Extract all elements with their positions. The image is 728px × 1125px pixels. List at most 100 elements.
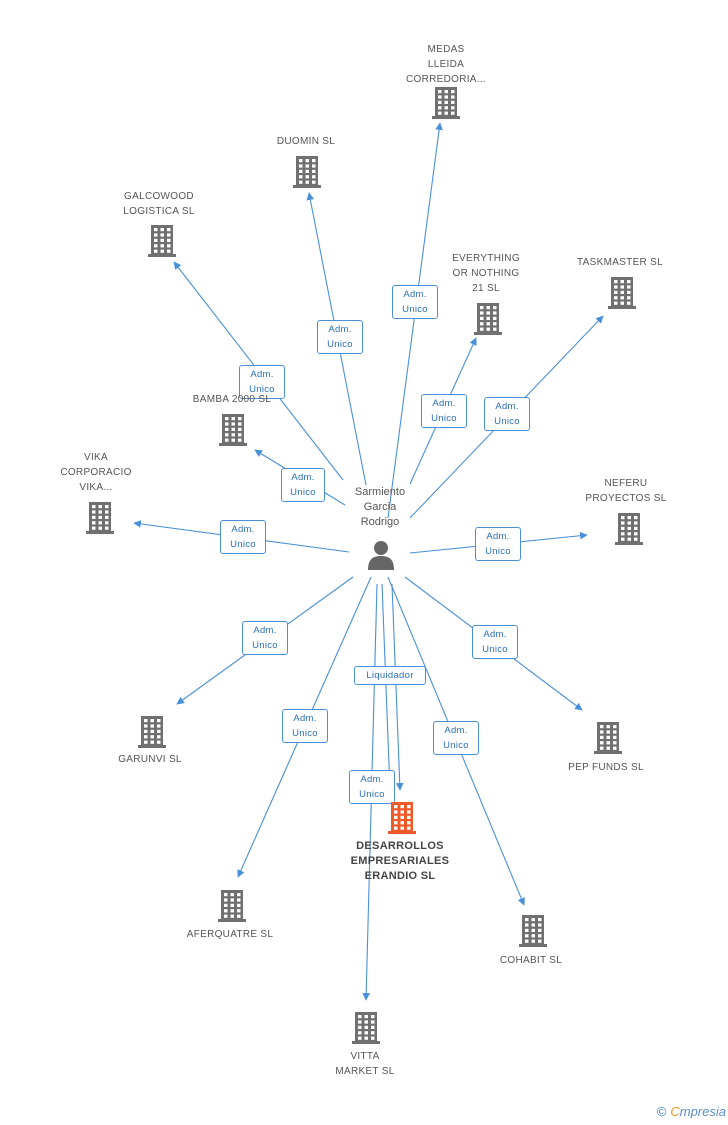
company-label-vika[interactable]: VIKA CORPORACIO VIKA... [46,450,146,495]
role-text: Adm. [432,398,456,409]
role-text: Unico [290,487,316,498]
company-label-pepfunds[interactable]: PEP FUNDS SL [556,760,656,775]
role-text: Adm. [483,629,507,640]
building-icon [615,511,643,545]
edge-medas-0 [387,122,443,519]
role-text: Adm. [328,324,352,335]
role-badge-duomin[interactable]: Adm. Unico [317,320,363,354]
building-icon [474,301,502,335]
role-badge-medas[interactable]: Adm. Unico [392,285,438,319]
role-text: Adm. [253,625,277,636]
building-icon-vitta[interactable] [352,1010,380,1049]
building-icon [519,913,547,947]
company-label-duomin[interactable]: DUOMIN SL [261,134,351,149]
company-name: VITTA MARKET SL [335,1051,395,1077]
company-label-taskmaster[interactable]: TASKMASTER SL [565,255,675,270]
role-badge-aferquatre[interactable]: Adm. Unico [282,709,328,743]
company-name: GARUNVI SL [118,754,182,765]
role-text: Adm. [360,774,384,785]
company-label-vitta[interactable]: VITTA MARKET SL [315,1049,415,1079]
company-name: COHABIT SL [499,955,563,966]
role-text: Unico [359,789,385,800]
role-text: Unico [443,740,469,751]
role-badge-cohabit[interactable]: Adm. Unico [433,721,479,755]
building-icon-duomin[interactable] [293,154,321,193]
role-badge-pepfunds[interactable]: Adm. Unico [472,625,518,659]
company-name: BAMBA 2000 SL [192,394,272,405]
role-text: Liquidador [366,670,414,681]
role-text: Unico [402,304,428,315]
building-icon-cohabit[interactable] [519,913,547,952]
role-text: Unico [494,416,520,427]
role-badge-vika[interactable]: Adm. Unico [220,520,266,554]
company-label-garunvi[interactable]: GARUNVI SL [100,752,200,767]
company-label-cohabit[interactable]: COHABIT SL [481,953,581,968]
company-label-aferquatre[interactable]: AFERQUATRE SL [175,927,285,942]
company-name: DESARROLLOS EMPRESARIALES ERANDIO SL [350,840,450,882]
edge-desarrollos-10 [391,583,404,791]
building-icon-desarrollos[interactable] [388,800,416,839]
role-text: Unico [482,644,508,655]
role-text: Adm. [250,369,274,380]
building-icon-medas[interactable] [432,85,460,124]
role-text: Adm. [403,289,427,300]
company-label-everything[interactable]: EVERYTHING OR NOTHING 21 SL [436,251,536,296]
copyright-symbol: © [656,1104,667,1119]
role-text: Unico [327,339,353,350]
role-badge-taskmaster[interactable]: Adm. Unico [484,397,530,431]
role-badge-garunvi[interactable]: Adm. Unico [242,621,288,655]
company-name: EVERYTHING OR NOTHING 21 SL [452,253,520,294]
company-name: AFERQUATRE SL [186,929,274,940]
role-text: Adm. [444,725,468,736]
building-icon-galcowood[interactable] [148,223,176,262]
role-text: Unico [431,413,457,424]
building-icon-neferu[interactable] [615,511,643,550]
footer-brand[interactable]: ©Cmpresia [657,1104,726,1119]
building-icon [388,800,416,834]
role-text: Unico [292,728,318,739]
building-icon [148,223,176,257]
company-name: DUOMIN SL [276,136,336,147]
role-badge-desarrollos[interactable]: Liquidador [354,666,426,685]
building-icon-pepfunds[interactable] [594,720,622,759]
role-text: Adm. [495,401,519,412]
building-icon [293,154,321,188]
building-icon [432,85,460,119]
role-text: Unico [252,640,278,651]
building-icon [219,412,247,446]
role-text: Adm. [291,472,315,483]
building-icon-garunvi[interactable] [138,714,166,753]
company-name: TASKMASTER SL [577,257,663,268]
role-text: Adm. [486,531,510,542]
company-label-medas[interactable]: MEDAS LLEIDA CORREDORIA... [391,42,501,87]
building-icon [218,888,246,922]
building-icon-taskmaster[interactable] [608,275,636,314]
company-label-neferu[interactable]: NEFERU PROYECTOS SL [571,476,681,506]
building-icon [352,1010,380,1044]
edge-desarrollos-11 [381,583,394,791]
person-name[interactable]: Sarmiento Garcia Rodrigo [354,486,406,528]
company-name: NEFERU PROYECTOS SL [585,478,667,504]
role-text: Unico [249,384,275,395]
role-badge-desarrollos[interactable]: Adm. Unico [349,770,395,804]
role-text: Unico [230,539,256,550]
brand-logo: Cmpresia [670,1104,726,1119]
company-name: MEDAS LLEIDA CORREDORIA... [405,44,487,85]
company-name: PEP FUNDS SL [568,762,644,773]
building-icon [594,720,622,754]
building-icon-bamba[interactable] [219,412,247,451]
company-label-desarrollos[interactable]: DESARROLLOS EMPRESARIALES ERANDIO SL [335,839,465,884]
building-icon-aferquatre[interactable] [218,888,246,927]
role-text: Adm. [293,713,317,724]
company-label-bamba[interactable]: BAMBA 2000 SL [182,392,282,407]
role-badge-neferu[interactable]: Adm.Unico [475,527,521,561]
company-label-galcowood[interactable]: GALCOWOOD LOGISTICA SL [104,189,214,219]
role-badge-bamba[interactable]: Adm. Unico [281,468,325,502]
building-icon-vika[interactable] [86,500,114,539]
building-icon-everything[interactable] [474,301,502,340]
role-text: Adm. [231,524,255,535]
person-icon[interactable] [367,540,395,575]
role-badge-everything[interactable]: Adm. Unico [421,394,467,428]
role-badge-galcowood[interactable]: Adm. Unico [239,365,285,399]
